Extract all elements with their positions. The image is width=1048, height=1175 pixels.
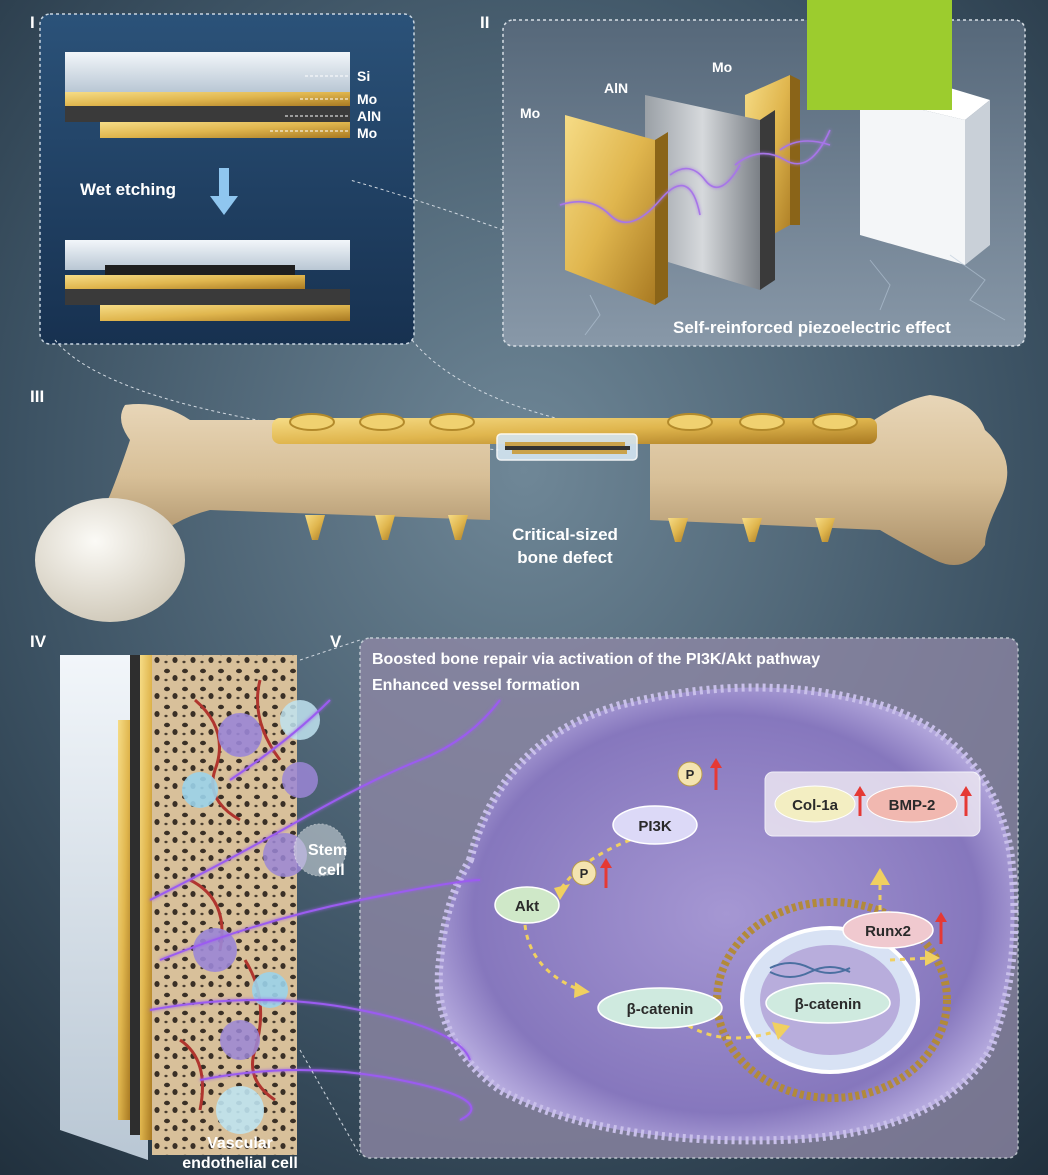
piezo-caption: Self-reinforced piezoelectric effect (673, 318, 951, 337)
layer-label-aln: AlN (357, 108, 381, 124)
si-block-front (860, 95, 965, 265)
layer-label-mo-bottom: Mo (357, 125, 377, 141)
stem-cell-label-line2: cell (318, 862, 345, 879)
layer-label-mo-top: Mo (357, 91, 377, 107)
mo-plate-back-edge (790, 75, 800, 225)
stem-cell-label-line1: Stem (308, 842, 347, 859)
scaffold-mo-outer (140, 655, 152, 1140)
scaffold-mo-inner (118, 720, 130, 1120)
defect-label-line2: bone defect (517, 548, 613, 567)
aln-layer-etched (65, 289, 350, 305)
vascular-label-line2: endothelial cell (182, 1155, 298, 1172)
label-col1a: Col-1a (792, 797, 839, 814)
si-layer (65, 52, 350, 92)
mo-layer-bottom-etched (100, 305, 350, 321)
scaffold-aln (130, 655, 140, 1135)
wet-etching-label: Wet etching (80, 180, 176, 199)
label-runx2: Runx2 (865, 923, 911, 940)
aln-plate-edge (760, 110, 775, 290)
defect-label-line1: Critical-sized (512, 525, 618, 544)
panel-i: Si Mo AlN Mo Wet etching (40, 14, 414, 344)
plate-label-mo-front: Mo (520, 105, 540, 121)
panel-v-signaling: PI3K P Akt P β-catenin β-catenin Runx2 C… (360, 638, 1018, 1158)
green-overlay-block (807, 0, 952, 110)
etched-gap (105, 265, 295, 275)
mo-layer-bottom (100, 122, 350, 138)
label-bcatenin-nucleus: β-catenin (795, 996, 862, 1013)
vascular-label-line1: Vascular (207, 1135, 273, 1152)
panel-v-title-line2: Enhanced vessel formation (372, 677, 580, 694)
device-mo-bottom (512, 450, 627, 454)
panel-label-iv: IV (30, 632, 47, 651)
mo-plate-front-edge (655, 132, 668, 305)
panel-label-ii: II (480, 13, 489, 32)
etching-arrow-shaft (219, 168, 229, 198)
label-pi3k: PI3K (638, 818, 672, 835)
device-aln (505, 446, 630, 450)
layer-label-si: Si (357, 68, 370, 84)
label-phos-pi3k: P (686, 767, 695, 782)
mo-layer-top-etched (65, 275, 305, 289)
si-block-side (965, 100, 990, 265)
plate-label-mo-back: Mo (712, 59, 732, 75)
label-bmp2: BMP-2 (889, 797, 936, 814)
panel-label-i: I (30, 13, 35, 32)
label-akt: Akt (515, 898, 539, 915)
aln-layer (65, 106, 350, 122)
plate-label-aln: AlN (604, 80, 628, 96)
panel-v-title-line1: Boosted bone repair via activation of th… (372, 651, 820, 668)
label-bcatenin-cytoplasm: β-catenin (627, 1001, 694, 1018)
femoral-head (35, 498, 185, 622)
device-mo-top (505, 442, 625, 446)
panel-label-iii: III (30, 387, 44, 406)
label-phos-akt: P (580, 866, 589, 881)
